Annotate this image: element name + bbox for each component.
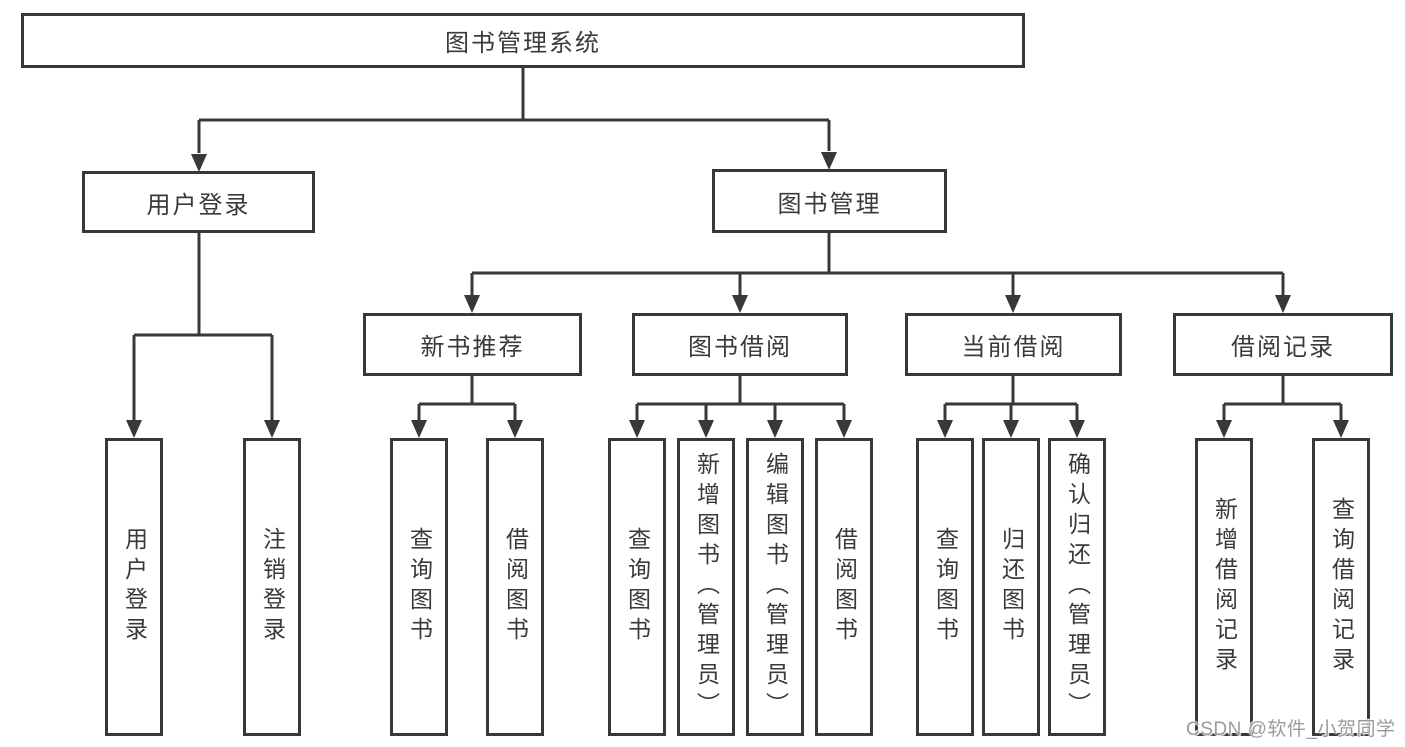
arrow-current-leaf-1	[937, 420, 953, 438]
arrow-borrow-leaf-2	[698, 420, 714, 438]
leaf-records-add-record: 新增借阅记录	[1195, 438, 1253, 736]
node-new-book-recommend: 新书推荐	[363, 313, 582, 376]
arrow-to-book-management	[821, 152, 837, 170]
arrow-recommend-leaf-1	[411, 420, 427, 438]
arrow-records-leaf-1	[1216, 420, 1232, 438]
leaf-current-confirm-return-admin: 确认归还（管理员）	[1048, 438, 1106, 736]
connector-records-group	[1222, 376, 1343, 420]
node-current-borrow: 当前借阅	[905, 313, 1122, 376]
node-library-management-system: 图书管理系统	[21, 13, 1025, 68]
leaf-current-return-books: 归还图书	[982, 438, 1040, 736]
arrow-records-leaf-2	[1333, 420, 1349, 438]
arrow-to-leaf-logout	[264, 420, 280, 438]
connector-user-login-group	[132, 233, 274, 420]
arrow-to-user-login	[191, 154, 207, 172]
leaf-recommend-query-books: 查询图书	[390, 438, 448, 736]
node-borrow-records: 借阅记录	[1173, 313, 1393, 376]
connector-borrow-group	[635, 376, 846, 420]
csdn-watermark: CSDN @软件_小贺同学	[1186, 719, 1396, 740]
arrow-to-new-book-recommend	[464, 295, 480, 313]
node-book-management: 图书管理	[712, 169, 947, 233]
connector-recommend-group	[417, 376, 517, 420]
leaf-borrow-borrow-books: 借阅图书	[815, 438, 873, 736]
arrow-borrow-leaf-1	[629, 420, 645, 438]
arrow-current-leaf-2	[1003, 420, 1019, 438]
arrow-borrow-leaf-4	[836, 420, 852, 438]
arrow-to-current-borrow	[1005, 295, 1021, 313]
connector-root-to-branches	[197, 67, 831, 153]
node-user-login: 用户登录	[82, 171, 315, 233]
leaf-current-query-books: 查询图书	[916, 438, 974, 736]
arrow-to-borrow-records	[1275, 295, 1291, 313]
leaf-records-query-record: 查询借阅记录	[1312, 438, 1370, 736]
arrow-borrow-leaf-3	[767, 420, 783, 438]
connector-current-group	[943, 376, 1079, 420]
arrow-to-book-borrow	[732, 295, 748, 313]
arrow-recommend-leaf-2	[507, 420, 523, 438]
node-book-borrow: 图书借阅	[632, 313, 848, 376]
arrow-current-leaf-3	[1069, 420, 1085, 438]
leaf-user-login: 用户登录	[105, 438, 163, 736]
leaf-logout: 注销登录	[243, 438, 301, 736]
leaf-borrow-add-books-admin: 新增图书（管理员）	[677, 438, 735, 736]
leaf-borrow-query-books: 查询图书	[608, 438, 666, 736]
leaf-borrow-edit-books-admin: 编辑图书（管理员）	[746, 438, 804, 736]
arrow-to-leaf-user-login	[126, 420, 142, 438]
connector-book-management-group	[470, 233, 1285, 295]
leaf-recommend-borrow-books: 借阅图书	[486, 438, 544, 736]
